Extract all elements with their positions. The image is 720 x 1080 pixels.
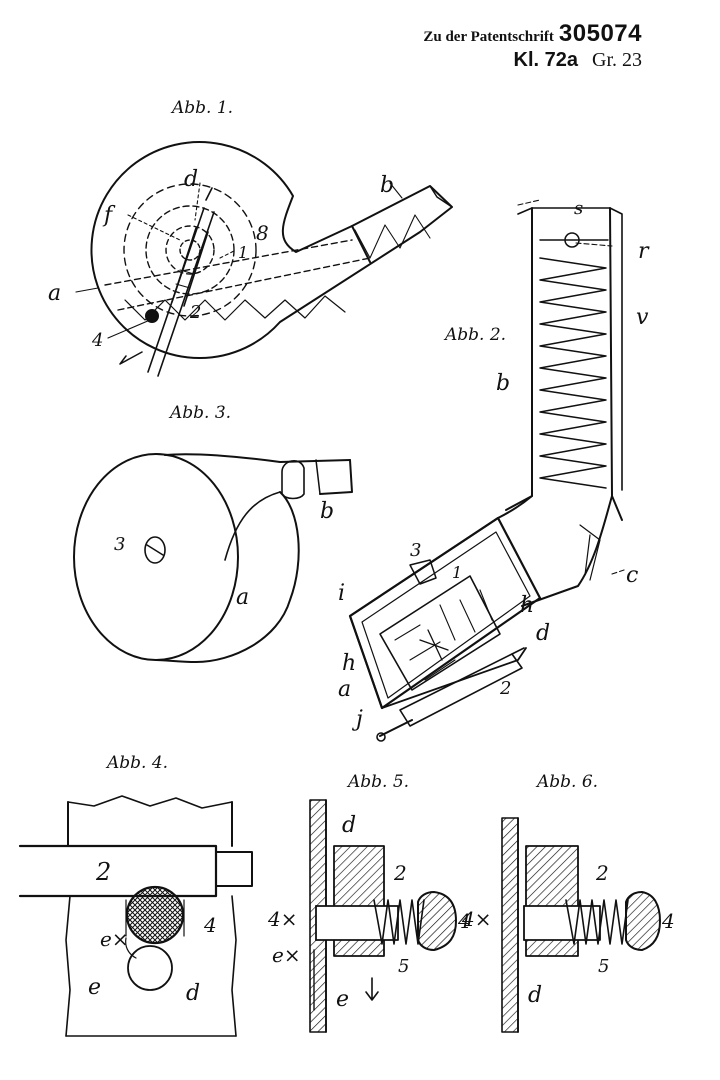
fig1-label-d: d bbox=[184, 167, 198, 192]
fig2-label-b: b bbox=[496, 371, 510, 396]
fig6-caption: Abb. 6. bbox=[537, 772, 599, 792]
fig2-label-s: s bbox=[574, 198, 583, 219]
fig2-label-2: 2 bbox=[499, 678, 511, 699]
fig2-label-h-right: h bbox=[520, 593, 534, 618]
fig1-label-1: 1 bbox=[238, 243, 248, 262]
fig1-label-a: a bbox=[48, 281, 61, 306]
fig2-label-a: a bbox=[338, 677, 351, 702]
fig1-label-f: f bbox=[102, 203, 116, 228]
fig3-caption: Abb. 3. bbox=[170, 403, 232, 423]
fig1-caption: Abb. 1. bbox=[172, 98, 234, 118]
fig4-caption: Abb. 4. bbox=[107, 753, 169, 773]
fig4-label-d: d bbox=[186, 981, 200, 1006]
fig1-label-4: 4 bbox=[91, 330, 103, 351]
fig4-label-e: e bbox=[88, 975, 101, 1000]
fig5-label-ex: e× bbox=[272, 943, 301, 967]
fig2-label-h-left: h bbox=[342, 651, 356, 676]
fig3-label-a: a bbox=[236, 585, 249, 610]
fig5-caption: Abb. 5. bbox=[348, 772, 410, 792]
fig4-label-ex: e× bbox=[100, 927, 129, 951]
fig6-label-4x: 4× bbox=[461, 907, 491, 931]
patent-class: Kl. 72a bbox=[513, 49, 578, 71]
fig5-label-5: 5 bbox=[398, 956, 409, 977]
fig1-label-2: 2 bbox=[189, 302, 201, 323]
fig2-caption: Abb. 2. bbox=[445, 325, 507, 345]
fig2-drawing bbox=[348, 199, 625, 742]
fig5-drawing bbox=[309, 799, 457, 1033]
fig5-label-d: d bbox=[342, 813, 356, 838]
patent-number: 305074 bbox=[558, 20, 642, 47]
fig4-label-2: 2 bbox=[95, 858, 111, 886]
fig4-label-4: 4 bbox=[203, 913, 217, 937]
fig6-label-5: 5 bbox=[598, 956, 609, 977]
fig2-label-d: d bbox=[536, 621, 550, 646]
fig6-drawing bbox=[501, 817, 661, 1033]
fig6-label-4: 4 bbox=[661, 909, 675, 933]
fig2-label-j: j bbox=[351, 707, 363, 732]
fig2-label-i: i bbox=[338, 581, 345, 606]
fig1-drawing bbox=[75, 141, 453, 377]
fig5-label-e: e bbox=[336, 987, 349, 1012]
fig3-label-3: 3 bbox=[114, 534, 125, 555]
fig1-label-b: b bbox=[380, 173, 394, 198]
fig2-label-c: c bbox=[626, 563, 638, 588]
fig6-label-d: d bbox=[528, 983, 542, 1008]
fig5-label-2: 2 bbox=[393, 861, 407, 885]
fig2-label-v: v bbox=[636, 305, 649, 330]
fig2-label-3: 3 bbox=[410, 540, 421, 561]
fig2-label-1: 1 bbox=[452, 563, 462, 582]
fig5-label-4: 4 bbox=[457, 909, 471, 933]
fig3-drawing bbox=[73, 453, 353, 663]
header-prefix: Zu der Patentschrift bbox=[423, 29, 554, 45]
fig1-label-8: 8 bbox=[256, 221, 269, 245]
patent-group: Gr. 23 bbox=[592, 49, 642, 71]
fig5-label-4x: 4× bbox=[267, 907, 297, 931]
fig6-label-2: 2 bbox=[595, 861, 609, 885]
fig3-label-b: b bbox=[320, 499, 334, 524]
fig4-drawing bbox=[18, 795, 253, 1037]
fig2-label-r: r bbox=[638, 239, 650, 264]
